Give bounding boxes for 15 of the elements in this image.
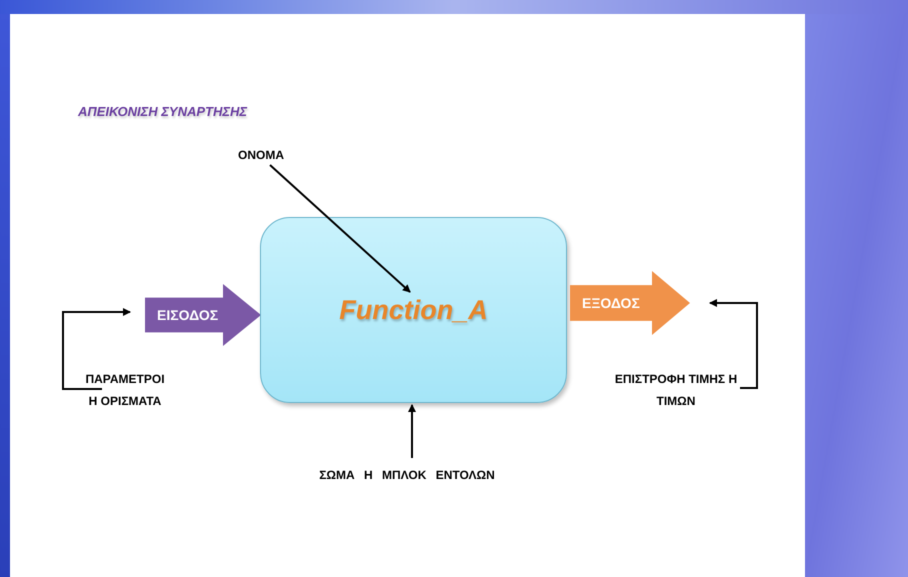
block-arrow <box>145 284 261 346</box>
node-text: ΠΑΡΑΜΕΤΡΟΙ Η ΟΡΙΣΜΑΤΑ <box>84 371 166 410</box>
node-text: ΟΝΟΜΑ <box>238 147 284 164</box>
node-text: ΣΩΜΑ Η ΜΠΛΟΚ ΕΝΤΟΛΩΝ <box>319 467 495 484</box>
arrow <box>62 308 131 390</box>
function-name: Function_A <box>339 294 488 327</box>
arrow <box>269 164 411 293</box>
arrow-label: ΕΙΣΟΔΟΣ <box>157 306 218 324</box>
slide-title: ΑΠΕΙΚΟΝΙΣΗ ΣΥΝΑΡΤΗΣΗΣ <box>78 103 248 121</box>
block-arrow <box>570 271 690 335</box>
arrow-label: ΕΞΟΔΟΣ <box>582 294 640 312</box>
arrow <box>408 404 416 458</box>
function-box <box>260 217 567 403</box>
node-text: ΕΠΙΣΤΡΟΦΗ ΤΙΜΗΣ Η ΤΙΜΩΝ <box>614 371 738 410</box>
arrow <box>709 299 758 389</box>
